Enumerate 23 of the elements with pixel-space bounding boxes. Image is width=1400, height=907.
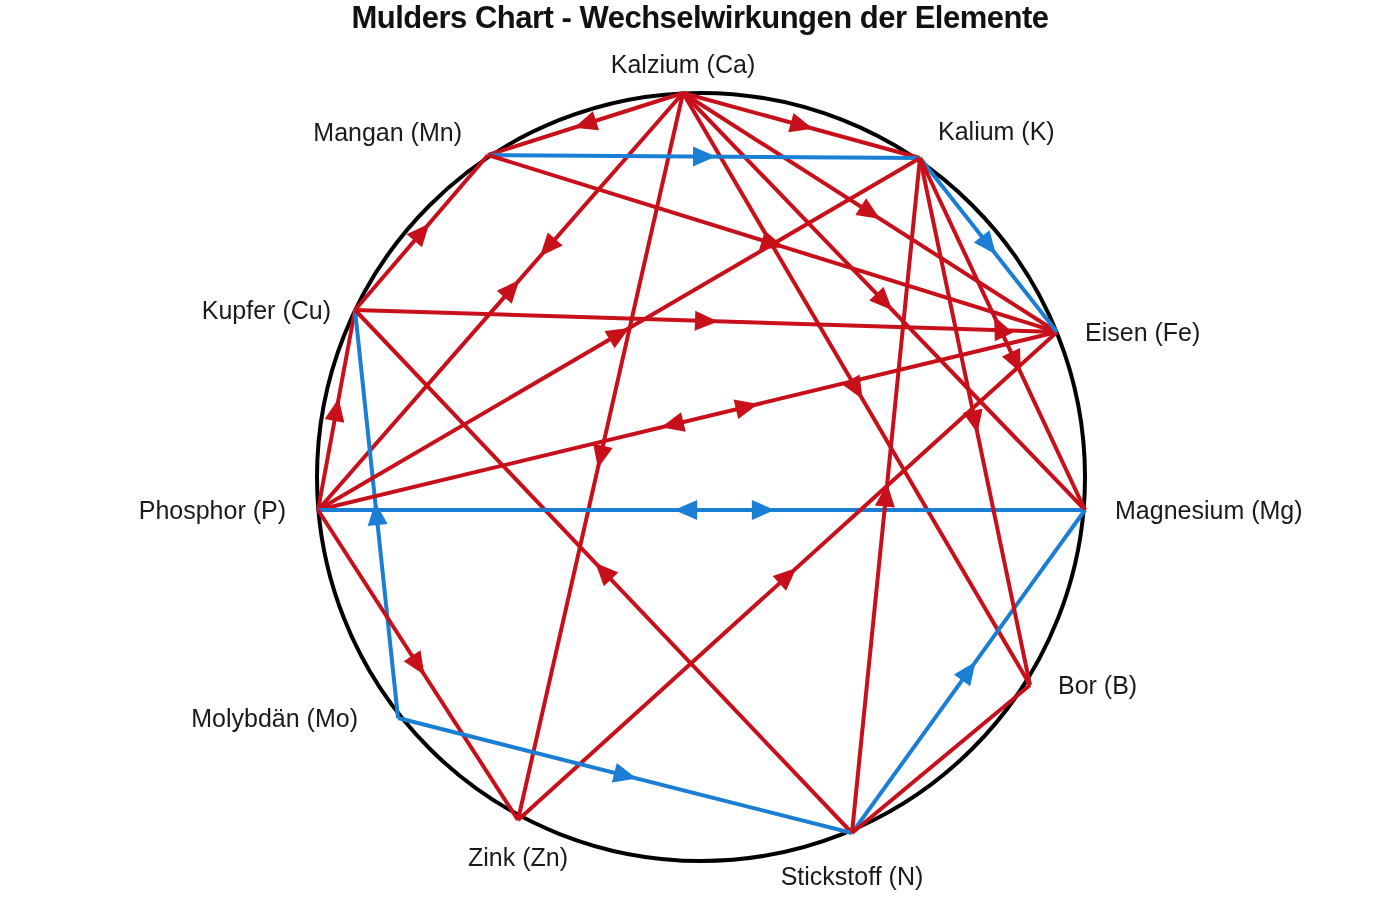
- element-label: Kalzium (Ca): [610, 49, 756, 79]
- element-label: Mangan (Mn): [313, 117, 462, 147]
- element-label: Zink (Zn): [468, 842, 568, 872]
- element-label: Kupfer (Cu): [201, 295, 331, 325]
- element-label: Bor (B): [1058, 670, 1138, 700]
- element-label: Molybdän (Mo): [191, 703, 358, 733]
- arrow: [397, 716, 853, 835]
- arrow: [316, 508, 520, 822]
- element-label: Phosphor (P): [138, 495, 286, 525]
- arrow: [316, 309, 357, 511]
- chart-title: Mulders Chart - Wechselwirkungen der Elemente: [351, 0, 1049, 35]
- arrow: [353, 153, 490, 312]
- arrow: [318, 500, 1085, 520]
- arrow: [353, 309, 400, 719]
- connector-line: [850, 683, 1032, 835]
- arrow: [918, 157, 1032, 686]
- element-label: Eisen (Fe): [1085, 317, 1201, 347]
- element-label: Stickstoff (N): [780, 861, 924, 891]
- element-label: Magnesium (Mg): [1115, 495, 1303, 525]
- element-label: Kalium (K): [938, 116, 1055, 146]
- arrow: [516, 330, 1059, 822]
- arrow: [918, 157, 1087, 511]
- arrow: [488, 146, 920, 167]
